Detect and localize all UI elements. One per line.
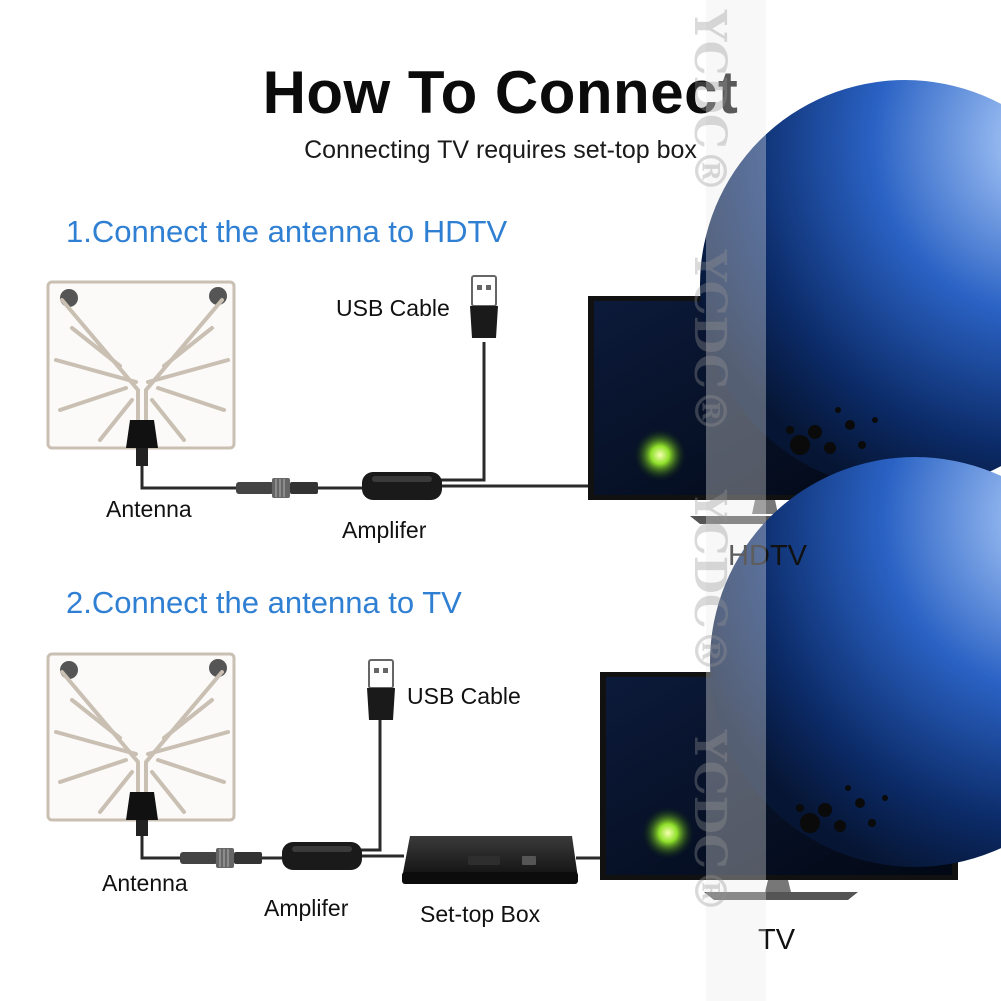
watermark-text-3: YCDC® bbox=[684, 490, 735, 673]
hdtv-label: HDTV bbox=[728, 540, 807, 572]
section-2-heading: 2.Connect the antenna to TV bbox=[66, 585, 462, 620]
antenna-1 bbox=[46, 280, 236, 466]
cable-section-2 bbox=[140, 720, 602, 860]
watermark-band bbox=[706, 0, 766, 1001]
coax-connector-1 bbox=[236, 478, 318, 498]
antenna-2 bbox=[46, 652, 236, 836]
page-title: How To Connect bbox=[262, 59, 739, 126]
tv bbox=[600, 457, 1001, 900]
cable-section-1 bbox=[140, 342, 590, 490]
hdtv bbox=[588, 80, 1001, 524]
amplifier-label-1: Amplifer bbox=[342, 517, 427, 543]
usb-plug-2 bbox=[367, 659, 395, 720]
amplifier-1 bbox=[362, 472, 442, 500]
usb-plug-1 bbox=[470, 275, 498, 338]
section-1-heading: 1.Connect the antenna to HDTV bbox=[66, 214, 508, 249]
tv-label: TV bbox=[758, 924, 796, 956]
amplifier-label-2: Amplifer bbox=[264, 895, 349, 921]
watermark-text-2: YCDC® bbox=[684, 250, 735, 433]
antenna-label-1: Antenna bbox=[106, 496, 192, 522]
amplifier-2 bbox=[282, 842, 362, 870]
set-top-box bbox=[402, 836, 578, 884]
page-subtitle: Connecting TV requires set-top box bbox=[304, 136, 697, 164]
usb-cable-label-1: USB Cable bbox=[336, 295, 450, 321]
antenna-label-2: Antenna bbox=[102, 870, 188, 896]
usb-cable-label-2: USB Cable bbox=[407, 683, 521, 709]
set-top-box-label: Set-top Box bbox=[420, 901, 541, 927]
watermark-text-4: YCDC® bbox=[684, 730, 735, 913]
watermark-text-1: YCDC® bbox=[684, 10, 735, 193]
coax-connector-2 bbox=[180, 848, 262, 868]
